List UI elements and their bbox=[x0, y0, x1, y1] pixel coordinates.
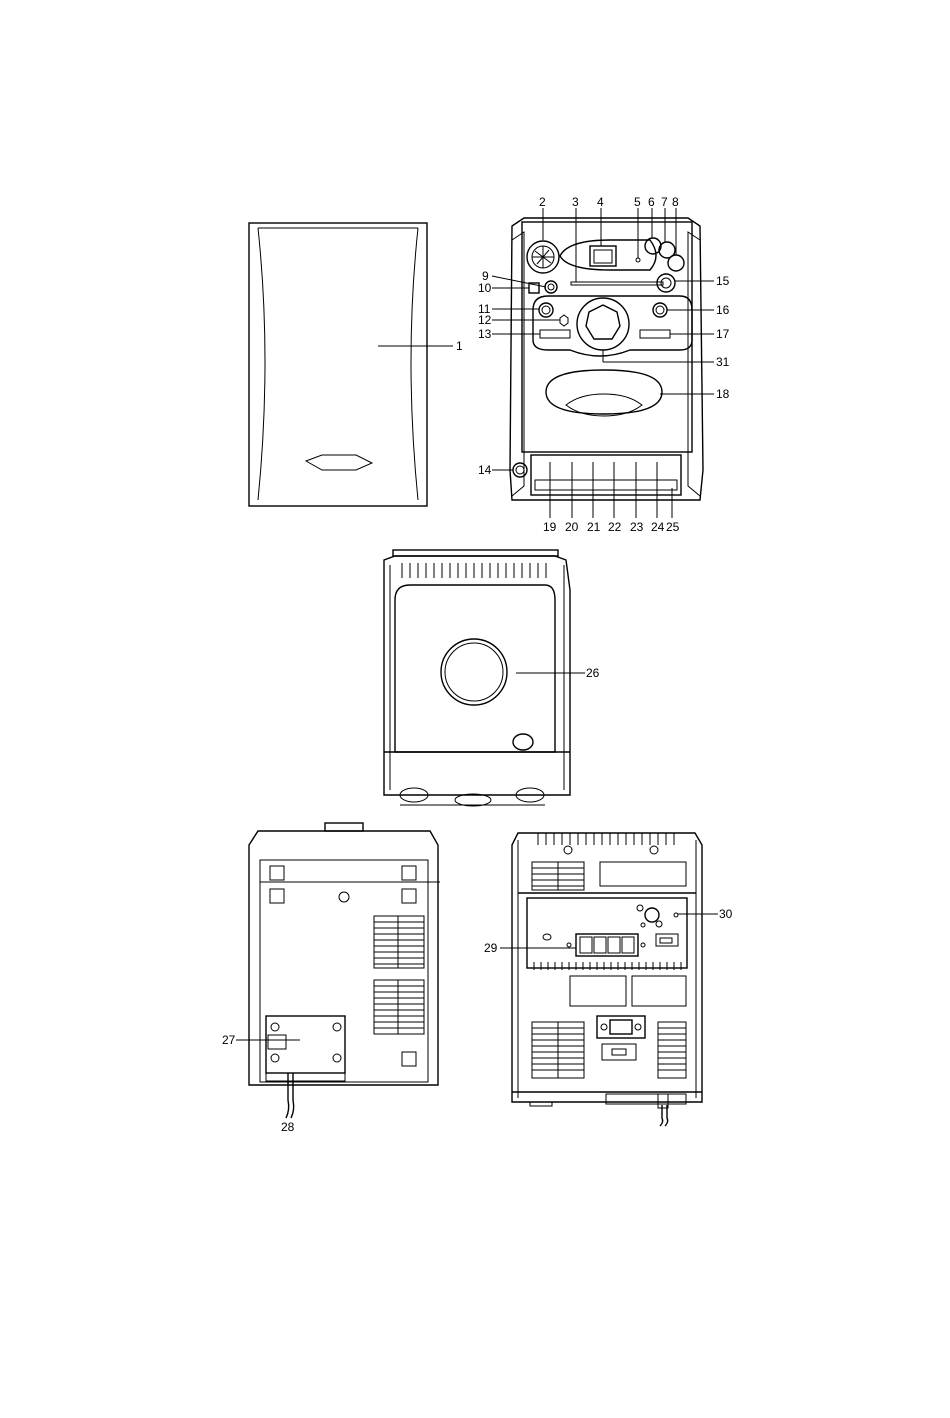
callout-16: 16 bbox=[716, 303, 730, 317]
central-dial bbox=[577, 298, 629, 350]
callout-20: 20 bbox=[565, 520, 579, 534]
callout-29: 29 bbox=[484, 941, 498, 955]
callout-labels: 1 2 3 4 5 6 7 8 9 10 11 12 13 14 15 16 1… bbox=[222, 195, 733, 1134]
callout-5: 5 bbox=[634, 195, 641, 209]
rear-panel bbox=[527, 898, 687, 968]
callout-22: 22 bbox=[608, 520, 622, 534]
cd-slot bbox=[571, 282, 663, 285]
callout-18: 18 bbox=[716, 387, 730, 401]
callout-24: 24 bbox=[651, 520, 665, 534]
callout-31: 31 bbox=[716, 355, 730, 369]
callout-21: 21 bbox=[587, 520, 601, 534]
top-view bbox=[384, 550, 585, 806]
callout-14: 14 bbox=[478, 463, 492, 477]
callout-1: 1 bbox=[456, 339, 463, 353]
callout-28: 28 bbox=[281, 1120, 295, 1134]
front-view-closed bbox=[249, 223, 453, 506]
callout-26: 26 bbox=[586, 666, 600, 680]
callout-15: 15 bbox=[716, 274, 730, 288]
top-lid-knob bbox=[441, 639, 507, 705]
callout-19: 19 bbox=[543, 520, 557, 534]
callout-27: 27 bbox=[222, 1033, 236, 1047]
callout-3: 3 bbox=[572, 195, 579, 209]
callout-10: 10 bbox=[478, 281, 492, 295]
front-view-open bbox=[492, 208, 714, 518]
bottom-view bbox=[236, 823, 440, 1118]
callout-2: 2 bbox=[539, 195, 546, 209]
callout-13: 13 bbox=[478, 327, 492, 341]
callout-17: 17 bbox=[716, 327, 730, 341]
callout-30: 30 bbox=[719, 907, 733, 921]
callout-25: 25 bbox=[666, 520, 680, 534]
callout-6: 6 bbox=[648, 195, 655, 209]
callout-8: 8 bbox=[672, 195, 679, 209]
callout-23: 23 bbox=[630, 520, 644, 534]
cassette-door bbox=[546, 370, 662, 414]
cover-handle bbox=[306, 455, 372, 470]
rear-view bbox=[500, 833, 718, 1126]
callout-7: 7 bbox=[661, 195, 668, 209]
callout-12: 12 bbox=[478, 313, 492, 327]
callout-4: 4 bbox=[597, 195, 604, 209]
